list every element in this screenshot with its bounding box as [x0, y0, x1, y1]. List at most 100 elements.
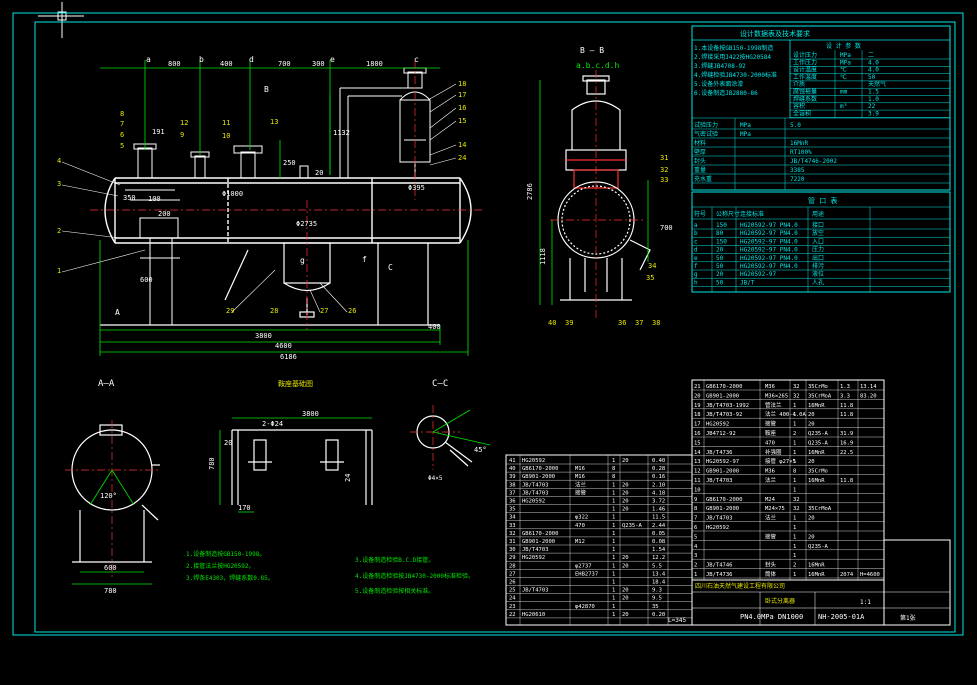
dim-1800: 1800	[366, 60, 383, 68]
bom-left-cell: 1	[612, 547, 615, 553]
bom-left-cell: M16	[575, 474, 585, 480]
bb-view-nozzles: a.b.c.d.h	[576, 61, 620, 70]
bom-right-cell: 31.9	[840, 431, 853, 437]
bom-left-cell: 39	[509, 474, 516, 480]
bom-left-cell: HG20592	[522, 499, 545, 505]
design-param-value: 22	[868, 103, 876, 110]
bom-right-cell: GB6170-2000	[706, 384, 742, 390]
bom-right-cell: 7	[694, 516, 697, 522]
aa-view: A—A 120° 600 780	[65, 379, 160, 595]
design-param-name: 容积	[793, 102, 805, 110]
bom-right-cell: 11.8	[840, 412, 853, 418]
bom-right-cell: 2	[793, 431, 796, 437]
bom-left-cell: 20	[622, 482, 629, 488]
main-leaders	[61, 83, 457, 313]
svg-text:3: 3	[57, 180, 61, 188]
bom-right-cell: GB901-2000	[706, 506, 739, 512]
bom-right-cell: HG20592-97	[706, 459, 739, 465]
letter-e: e	[330, 55, 335, 64]
dim-phi1000: Φ1000	[222, 190, 243, 198]
bom-right-cell: 8	[694, 506, 697, 512]
letter-c: c	[414, 55, 419, 64]
bom-right-cell: 1	[793, 440, 796, 446]
design-param-value: 1.5	[868, 89, 879, 96]
dim-100: 100	[148, 195, 161, 203]
design-table-params-hdr: 设 计 参 数	[826, 42, 861, 50]
bom-left-cell: HG20592	[522, 555, 545, 561]
bom-left-cell: 1	[612, 539, 615, 545]
nozzle-table-title: 管 口 表	[808, 196, 837, 205]
bom-left-cell: GB901-2000	[522, 539, 555, 545]
bom-left-cell: 28	[509, 563, 516, 569]
nozzle-cell: HG20592-97 PN4.0	[740, 255, 798, 262]
cad-crosshair-cursor[interactable]	[38, 2, 84, 38]
bb-view-title: B — B	[580, 46, 604, 55]
bom-left-cell: 29	[509, 555, 516, 561]
bb-label-32: 32	[660, 166, 668, 174]
bom-right-cell: 21	[694, 384, 701, 390]
aa-dim-780: 780	[104, 587, 117, 595]
note-2: 2.接管法兰按HG20592。	[186, 562, 255, 570]
main-dimension-lines	[99, 60, 469, 356]
bom-left-cell: 2.44	[652, 523, 666, 529]
design-mid-value: 5.0	[790, 122, 801, 129]
bom-right-cell: M36×265	[765, 393, 788, 399]
design-param-name: 设计压力	[793, 51, 817, 59]
bom-right-cell: 20	[694, 393, 701, 399]
bom-right-cell: 1	[793, 553, 796, 559]
bom-right-cell: GB6170-2000	[706, 497, 742, 503]
svg-text:8: 8	[120, 110, 124, 118]
nozzle-header-cell: 连接标准	[740, 210, 764, 218]
bom-left-cell: JB/T4703	[522, 482, 549, 488]
bom-left-cell: 1	[612, 482, 615, 488]
bom-right-cell: 35CrMoA	[808, 506, 832, 512]
bom-left-cell: 12.2	[652, 555, 665, 561]
bb-dim-700: 700	[660, 224, 673, 232]
design-param-value: 二	[868, 52, 874, 59]
design-mid-name: 壁厚	[694, 148, 706, 156]
nozzle-cell: HG20592-97 PN4.0	[740, 238, 798, 245]
design-mid-value: 7220	[790, 176, 805, 183]
bom-left-cell: 20	[622, 563, 629, 569]
bom-left-cell: 0.08	[652, 539, 665, 545]
bom-left-cell: 5.5	[652, 563, 662, 569]
dim-400-bottom: 400	[428, 323, 441, 331]
bom-left-cell: 35	[509, 507, 516, 513]
bom-left-cell: GB6170-2000	[522, 531, 558, 537]
aa-view-title: A—A	[98, 379, 115, 389]
bom-right-cell: H=4600	[860, 572, 880, 578]
design-param-value: 4.0	[868, 59, 879, 66]
dim-191: 191	[152, 128, 165, 136]
bom-left-cell: 0.16	[652, 474, 665, 480]
bom-right-cell: Q235-A	[808, 431, 829, 437]
design-note-line: 2.焊接采用J422按HG20584	[694, 53, 771, 61]
bom-left-cell: φ2737	[575, 563, 592, 569]
bom-left-cell: EHB2737	[575, 571, 598, 577]
bom-right-cell: JB/T4746	[706, 563, 733, 569]
nozzle-cell: HG20592-97 PN4.0	[740, 263, 798, 270]
bom-left-cell: 接管	[575, 488, 587, 496]
bom-right-cell: 1.3	[840, 384, 850, 390]
cc-dim-sub: Φ4×5	[428, 475, 443, 482]
bom-right-cell: JB/T4736	[706, 450, 733, 456]
bom-right-cell: 35CrMo	[808, 469, 828, 475]
bb-label-40: 40	[548, 319, 556, 327]
bom-right-cell: 83.20	[860, 393, 877, 399]
bom-right-cell: M24×75	[765, 506, 785, 512]
note-3: 3.焊条E4303，焊缝系数0.85。	[186, 574, 274, 582]
nozzle-cell: 20	[716, 271, 724, 278]
design-param-unit: MPa	[840, 59, 851, 66]
bom-right-cell: 11	[694, 478, 701, 484]
dim-800: 800	[168, 60, 181, 68]
bom-left-cell: HG20610	[522, 612, 545, 618]
bom-right-cell: 19	[694, 403, 701, 409]
bom-left-cell: 36	[509, 499, 516, 505]
bom-right-cell: 法兰	[765, 514, 777, 522]
svg-text:24: 24	[458, 154, 466, 162]
nozzle-cell: 20	[716, 247, 724, 254]
bom-left-cell: 30	[509, 547, 516, 553]
bom-left-cell: 24	[509, 596, 516, 602]
cc-view: C—C 45° Φ4×5	[410, 379, 491, 482]
